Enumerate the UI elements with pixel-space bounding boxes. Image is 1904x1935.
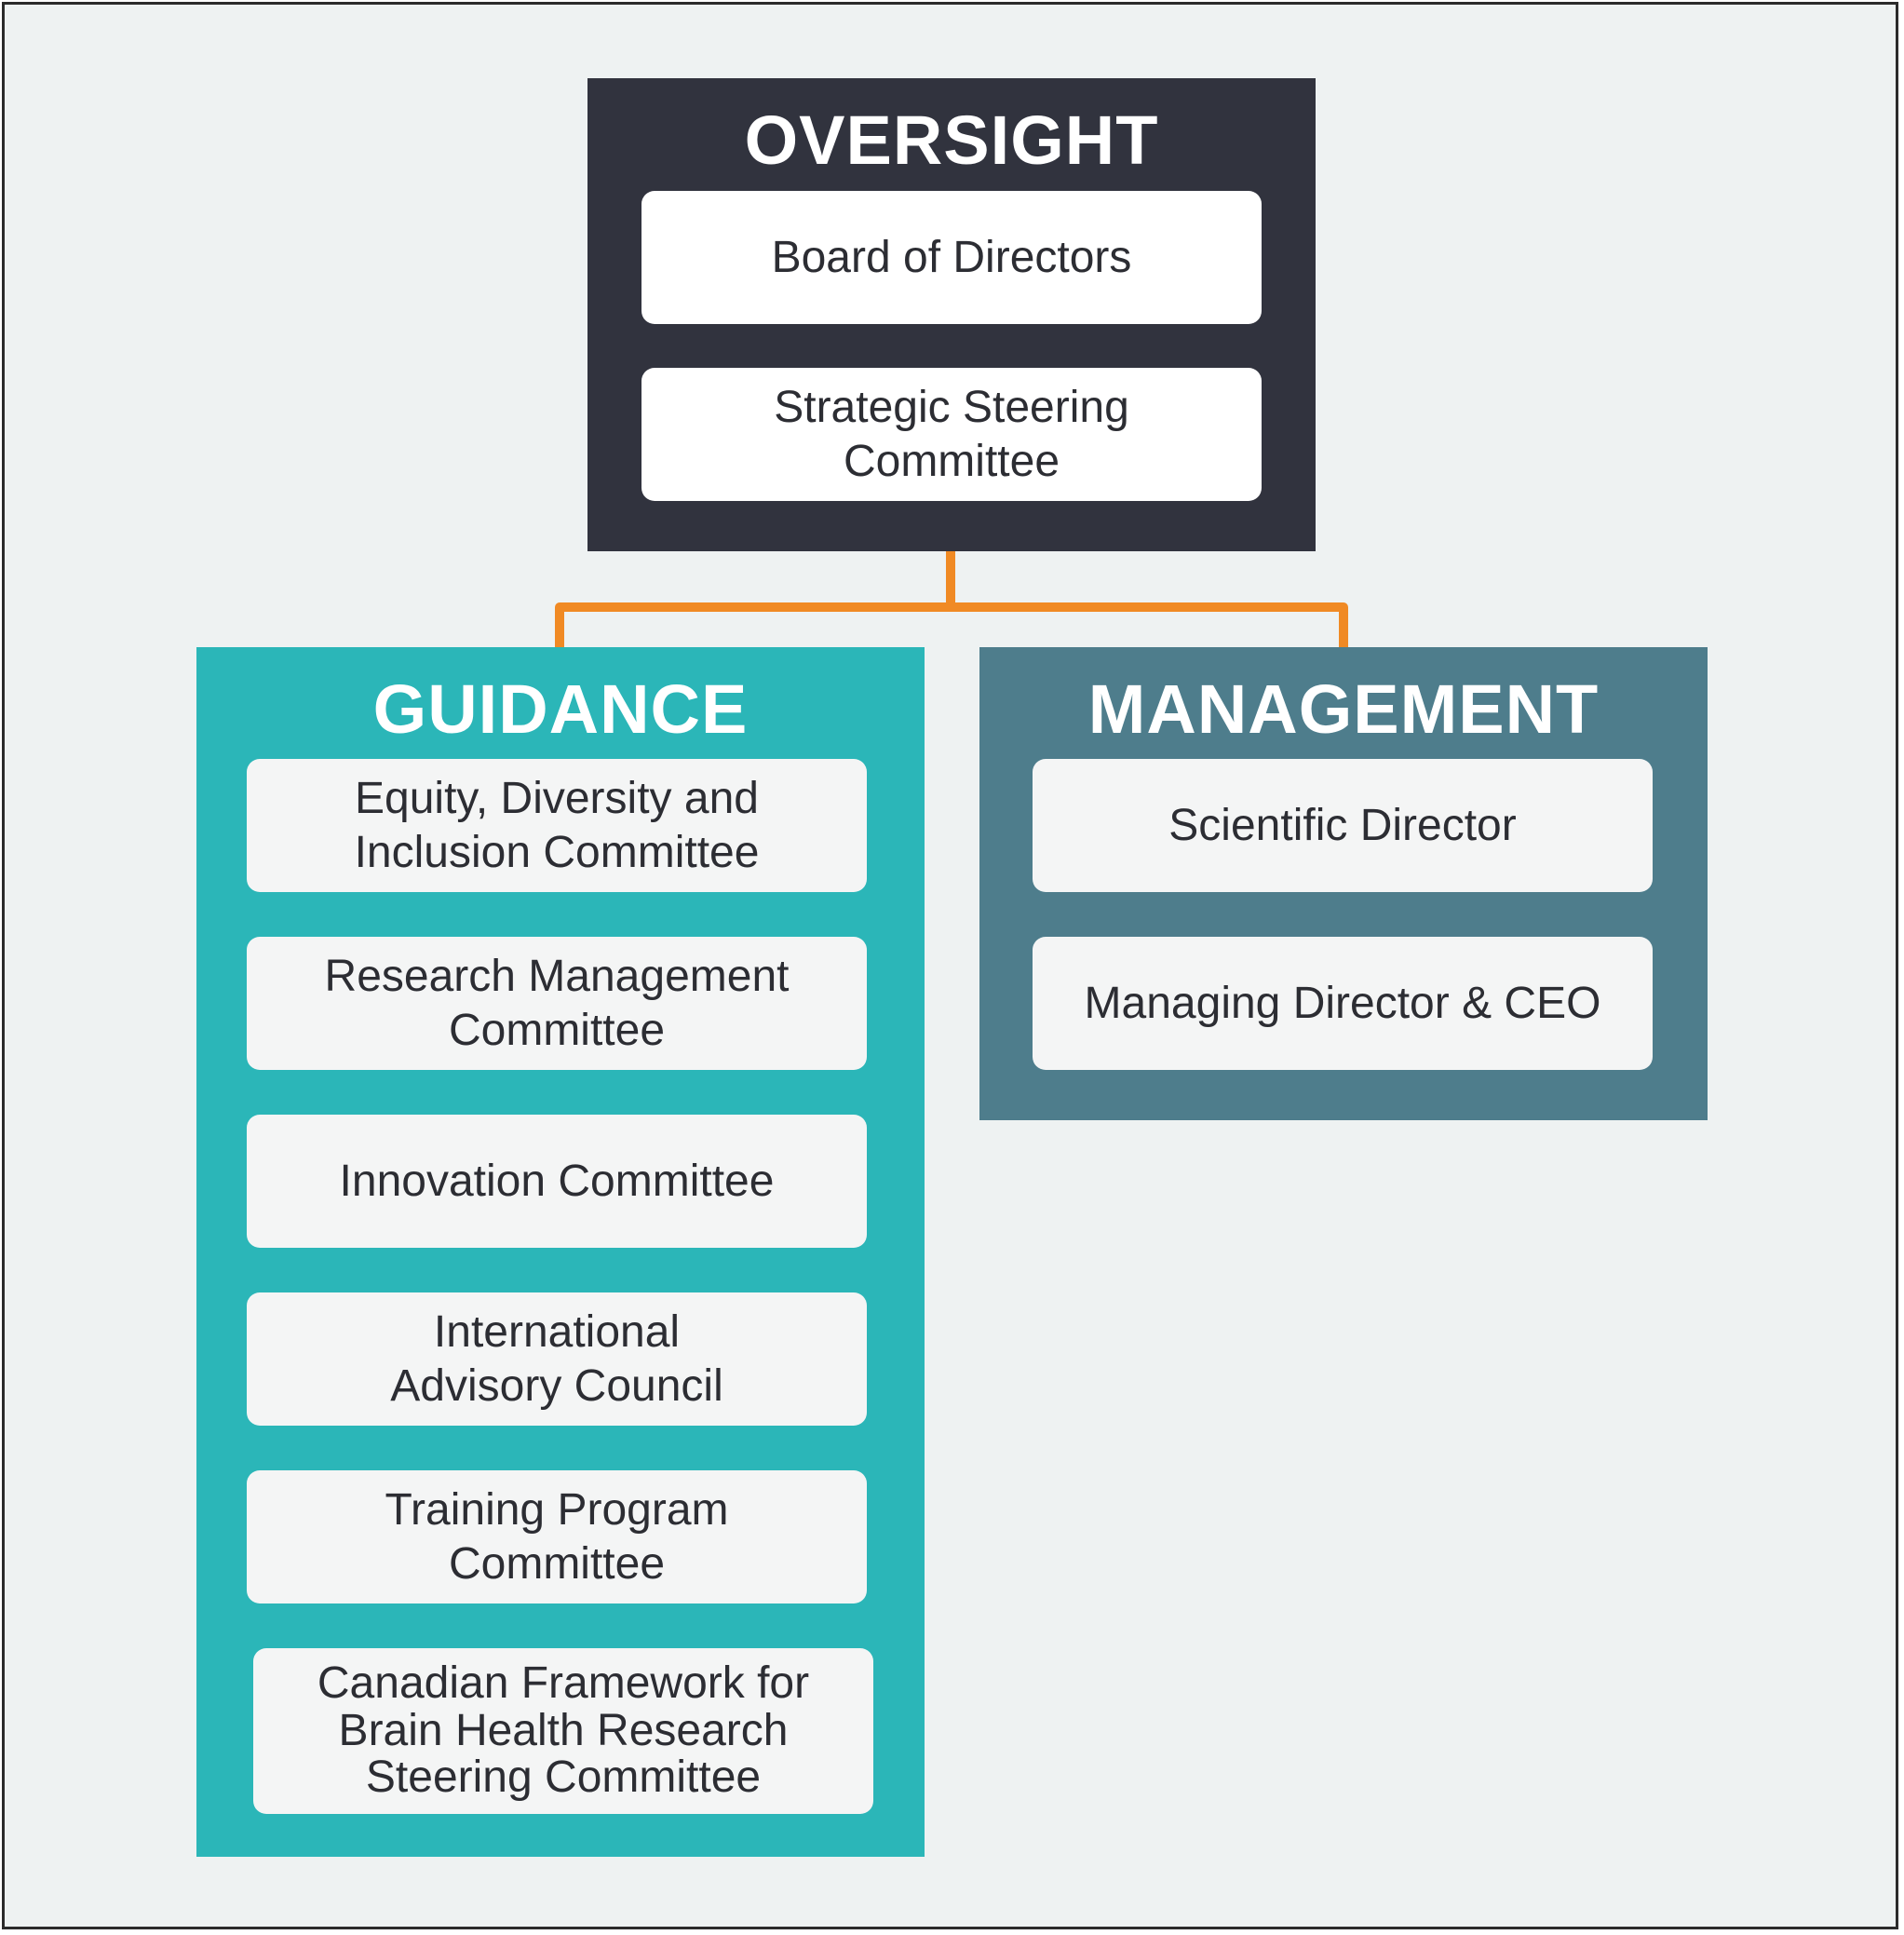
guidance-title: GUIDANCE [372, 670, 749, 748]
managing-director-ceo-label: Managing Director & CEO [1084, 978, 1601, 1028]
innovation-committee-box: Innovation Committee [247, 1115, 867, 1248]
scientific-director-box: Scientific Director [1033, 759, 1653, 892]
brain-health-steering-committee-label: Canadian Framework for Brain Health Rese… [317, 1658, 810, 1803]
guidance-panel: GUIDANCE Equity, Diversity and Inclusion… [196, 647, 925, 1857]
training-program-committee-label: Training Program Committee [385, 1484, 729, 1589]
board-of-directors-label: Board of Directors [771, 232, 1132, 282]
training-program-committee-box: Training Program Committee [247, 1470, 867, 1603]
management-panel: MANAGEMENT Scientific Director Managing … [979, 647, 1708, 1120]
oversight-title: OVERSIGHT [744, 101, 1159, 179]
innovation-committee-label: Innovation Committee [339, 1156, 775, 1206]
connector-branch-bar [555, 602, 1348, 647]
strategic-steering-committee-box: Strategic Steering Committee [641, 368, 1262, 501]
edi-committee-label: Equity, Diversity and Inclusion Committe… [354, 773, 760, 877]
management-title: MANAGEMENT [1087, 670, 1600, 748]
international-advisory-council-label: International Advisory Council [390, 1306, 723, 1411]
managing-director-ceo-box: Managing Director & CEO [1033, 937, 1653, 1070]
research-management-committee-box: Research Management Committee [247, 937, 867, 1070]
international-advisory-council-box: International Advisory Council [247, 1292, 867, 1426]
strategic-steering-committee-label: Strategic Steering Committee [774, 382, 1129, 486]
board-of-directors-box: Board of Directors [641, 191, 1262, 324]
brain-health-steering-committee-box: Canadian Framework for Brain Health Rese… [253, 1648, 873, 1814]
oversight-panel: OVERSIGHT Board of Directors Strategic S… [587, 78, 1316, 551]
research-management-committee-label: Research Management Committee [324, 951, 790, 1055]
edi-committee-box: Equity, Diversity and Inclusion Committe… [247, 759, 867, 892]
scientific-director-label: Scientific Director [1168, 800, 1517, 850]
